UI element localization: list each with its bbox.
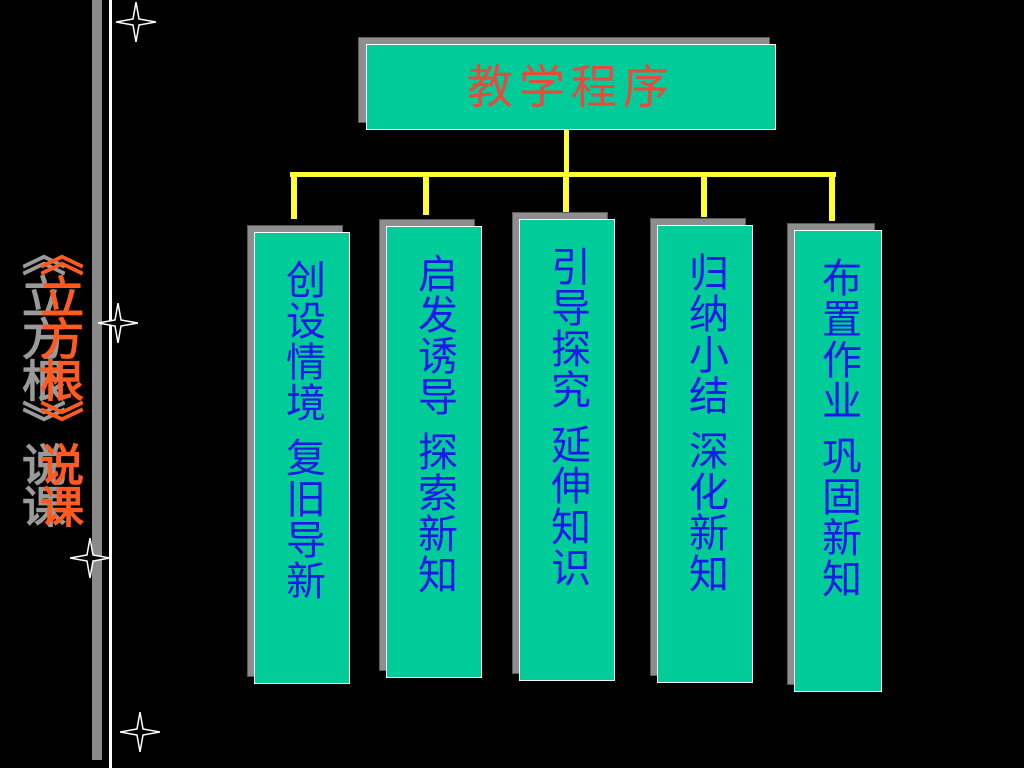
root-node: 教学程序: [366, 44, 776, 130]
left-gray-bar: [92, 0, 102, 760]
root-node-label: 教学程序: [467, 60, 675, 114]
branch-connector-4: [701, 175, 707, 217]
side-title: 《立方根》说课 《立方根》说课: [10, 232, 90, 592]
child-node-label: 创设情境 复旧导新: [279, 259, 325, 601]
side-title-text: 《立方根》说课: [32, 232, 83, 526]
child-node-3: 引导探究 延伸知识: [519, 219, 615, 681]
branch-connector-1: [291, 175, 297, 219]
sparkle-star-icon: [70, 538, 110, 578]
child-node-4: 归纳小结 深化新知: [657, 225, 753, 683]
child-node-label: 布置作业 巩固新知: [815, 257, 861, 599]
child-node-label: 启发诱导 探索新知: [411, 253, 457, 595]
child-node-5: 布置作业 巩固新知: [794, 230, 882, 692]
horizontal-connector: [290, 172, 836, 177]
side-title-shadow: 《立方根》说课: [14, 232, 65, 526]
left-white-line: [109, 0, 112, 768]
branch-connector-3: [563, 175, 569, 213]
child-node-label: 归纳小结 深化新知: [682, 252, 728, 594]
child-node-2: 启发诱导 探索新知: [386, 226, 482, 678]
child-node-1: 创设情境 复旧导新: [254, 232, 350, 684]
sparkle-star-icon: [116, 2, 156, 42]
sparkle-star-icon: [120, 712, 160, 752]
sparkle-star-icon: [98, 303, 138, 343]
branch-connector-2: [423, 175, 429, 215]
root-connector: [564, 130, 569, 174]
branch-connector-5: [829, 175, 835, 221]
child-node-label: 引导探究 延伸知识: [544, 246, 590, 588]
